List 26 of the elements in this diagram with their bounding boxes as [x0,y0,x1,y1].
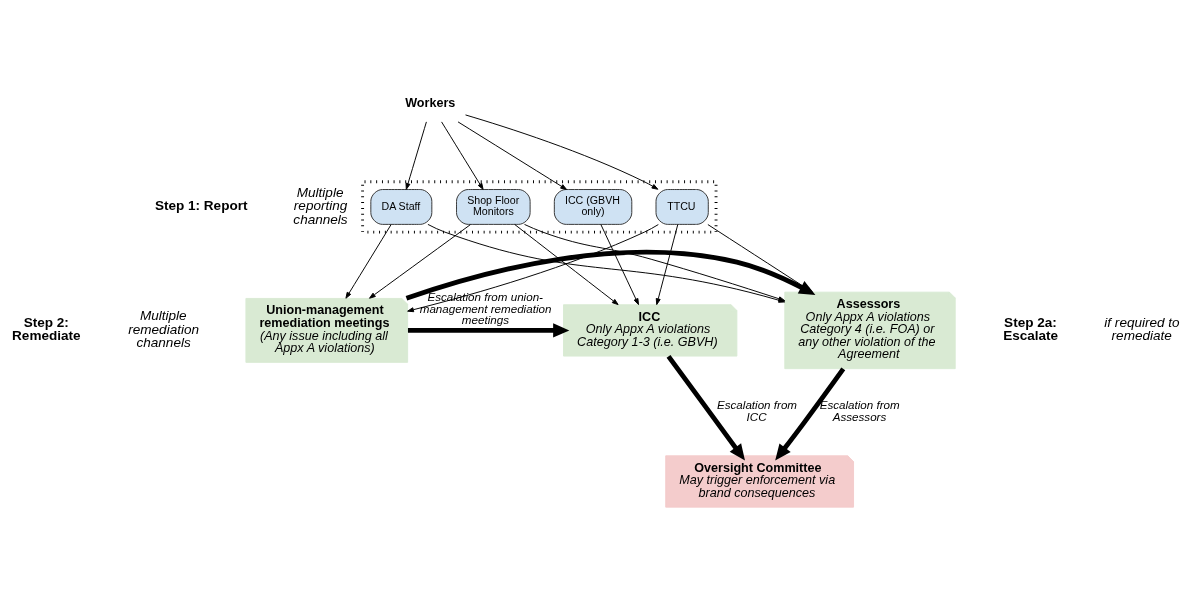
arrow [407,322,570,337]
label: Multiple reporting channels [293,183,348,227]
label: Step 1: Report [154,197,248,213]
arrow [369,223,471,299]
arrow [655,223,679,305]
node-box: TTCU [655,188,709,225]
label: if required to remediate [1104,314,1180,343]
arrow [457,120,568,190]
arrow [775,367,846,461]
label: Step 2: Remediate [12,314,81,343]
arrow [407,223,659,312]
label: Multiple remediation channels [128,307,200,350]
arrow [600,223,639,305]
node-box: DA Staff [370,188,433,225]
arrow [514,223,619,305]
arrow [441,120,484,190]
node-text: Workers [405,95,456,110]
edge-label: Escalation from Assessors [819,397,900,423]
label: Step 2a: Escalate [1003,314,1059,343]
arrow [666,354,745,461]
arrow [345,223,392,299]
node-box: ICC (GBVH only) [553,188,633,225]
edge-label: Escalation from ICC [717,397,798,423]
arrow [465,113,659,190]
arrow [405,120,427,190]
node-box: Shop Floor Monitors [456,188,531,225]
